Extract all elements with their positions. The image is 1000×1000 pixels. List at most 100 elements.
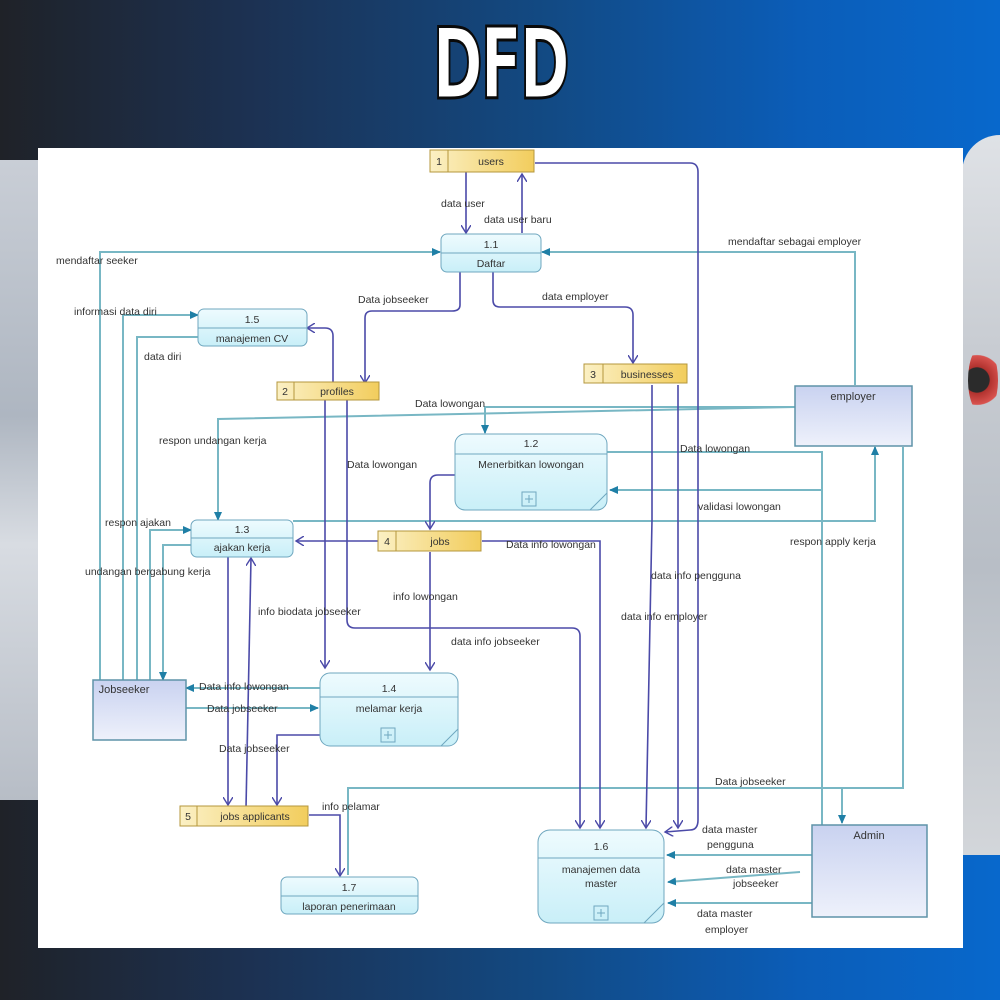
flow-respon-apply[interactable] [293,446,879,522]
flow-respon-undangan[interactable] [214,406,796,521]
flow-dm-jobseeker[interactable] [667,871,801,886]
process-1-5-manajemen-cv[interactable]: 1.5 manajemen CV [197,308,308,347]
data-store-businesses[interactable]: 3 businesses [583,363,688,384]
dfd-diagram: 1 users 2 profiles 3 businesses 4 jobs 5… [56,149,928,936]
flow-data-diri[interactable] [136,336,198,680]
process-name: manajemen CV [216,333,288,345]
flow-label: data master [697,908,753,920]
flow-label: info lowongan [393,591,458,603]
entity-name: Jobseeker [99,684,150,696]
purple-flows [228,162,699,876]
store-name: users [478,156,504,168]
flow-label: Data lowongan [680,443,750,455]
flow-data-jobseeker-11[interactable] [365,272,461,383]
expand-icon[interactable] [593,905,609,921]
flow-js-to-13[interactable] [245,558,251,809]
flow-info-pelamar[interactable] [309,814,340,876]
expand-icon[interactable] [521,491,537,507]
process-1-1-daftar[interactable]: 1.1 Daftar [440,233,542,273]
store-number: 3 [590,369,596,381]
flow-label: respon apply kerja [790,536,876,548]
flow-label: data info jobseeker [451,636,540,648]
process-name: Daftar [477,258,506,270]
flow-label: data user [441,198,485,210]
data-store-jobs[interactable]: 4 jobs [377,530,482,552]
store-number: 5 [185,811,191,823]
flow-mendaftar-seeker[interactable] [99,248,441,680]
page-title: DFD [432,8,571,122]
process-id: 1.2 [524,438,539,450]
process-name: melamar kerja [356,703,423,715]
entity-jobseeker[interactable]: Jobseeker [92,679,187,741]
flow-label: data master [702,824,758,836]
flow-data-employer[interactable] [492,272,633,363]
flow-informasi-data-diri[interactable] [122,311,199,680]
data-store-profiles[interactable]: 2 profiles [276,381,380,401]
process-1-3-ajakan-kerja[interactable]: 1.3 ajakan kerja [190,519,294,558]
flow-profiles-to-16[interactable] [346,400,580,828]
process-name: laporan penerimaan [302,901,396,913]
process-id: 1.4 [382,683,397,695]
flow-labels: data user data user baru mendaftar seeke… [56,198,876,936]
plus-icon [384,731,392,739]
flow-data-info-employer[interactable] [646,385,653,828]
flow-label: undangan bergabung kerja [85,566,211,578]
process-id: 1.3 [235,524,250,536]
process-name: Menerbitkan lowongan [478,459,584,471]
flow-label: Data info lowongan [506,539,596,551]
data-store-jobs-applicants[interactable]: 5 jobs applicants [179,805,309,827]
plus-icon [597,909,605,917]
store-number: 2 [282,386,288,398]
process-id: 1.6 [594,841,609,853]
process-1-6-manajemen-data-master[interactable]: 1.6 manajemen data master [537,829,665,924]
process-id: 1.5 [245,314,260,326]
entity-employer[interactable]: employer [794,385,913,447]
teal-flows [99,248,904,907]
flow-label: info biodata jobseeker [258,606,361,618]
store-name: jobs applicants [219,811,289,823]
flow-label: Data lowongan [347,459,417,471]
process-1-4-melamar-kerja[interactable]: 1.4 melamar kerja [319,672,459,747]
flow-label: Data lowongan [415,398,485,410]
flow-data-lowongan-top[interactable] [481,406,795,434]
flow-undangan-bergabung[interactable] [159,544,191,681]
flow-data-lowongan-left[interactable] [430,474,455,529]
flow-label: data diri [144,351,181,363]
data-store-users[interactable]: 1 users [429,149,535,173]
flow-data-info-lowongan-jobs[interactable] [482,540,600,828]
process-name-line2: master [585,878,618,890]
store-number: 1 [436,156,442,168]
process-name: manajemen data [562,864,640,876]
entity-name: employer [830,391,876,403]
store-name: jobs [429,536,449,548]
flow-label: Data info lowongan [199,681,289,693]
flow-14-to-store5[interactable] [277,734,320,805]
flow-label: Data jobseeker [219,743,290,755]
flow-label: respon ajakan [105,517,171,529]
process-id: 1.1 [484,239,499,251]
flow-label: respon undangan kerja [159,435,267,447]
flow-respon-ajakan[interactable] [149,526,192,680]
flow-label: informasi data diri [74,306,157,318]
entity-name: Admin [853,830,884,842]
flow-label: mendaftar sebagai employer [728,236,862,248]
flow-label: data employer [542,291,609,303]
background-decoration-left [0,160,40,800]
store-name: profiles [320,386,354,398]
flow-label: pengguna [707,839,754,851]
flow-label: data info employer [621,611,708,623]
flow-label: validasi lowongan [698,501,781,513]
flow-data-jobseeker-bottom[interactable] [347,447,904,875]
flow-users-to-16[interactable] [535,162,699,832]
flow-mendaftar-employer[interactable] [541,248,856,385]
plus-icon [525,495,533,503]
process-1-2-menerbitkan-lowongan[interactable]: 1.2 Menerbitkan lowongan [454,433,608,511]
flow-label: info pelamar [322,801,380,813]
dfd-canvas: 1 users 2 profiles 3 businesses 4 jobs 5… [38,148,963,948]
flow-label: employer [705,924,749,936]
process-1-7-laporan-penerimaan[interactable]: 1.7 laporan penerimaan [280,876,419,915]
flow-profiles-to-15[interactable] [307,328,334,383]
entity-admin[interactable]: Admin [811,824,928,918]
flow-label: data user baru [484,214,552,226]
expand-icon[interactable] [380,727,396,743]
